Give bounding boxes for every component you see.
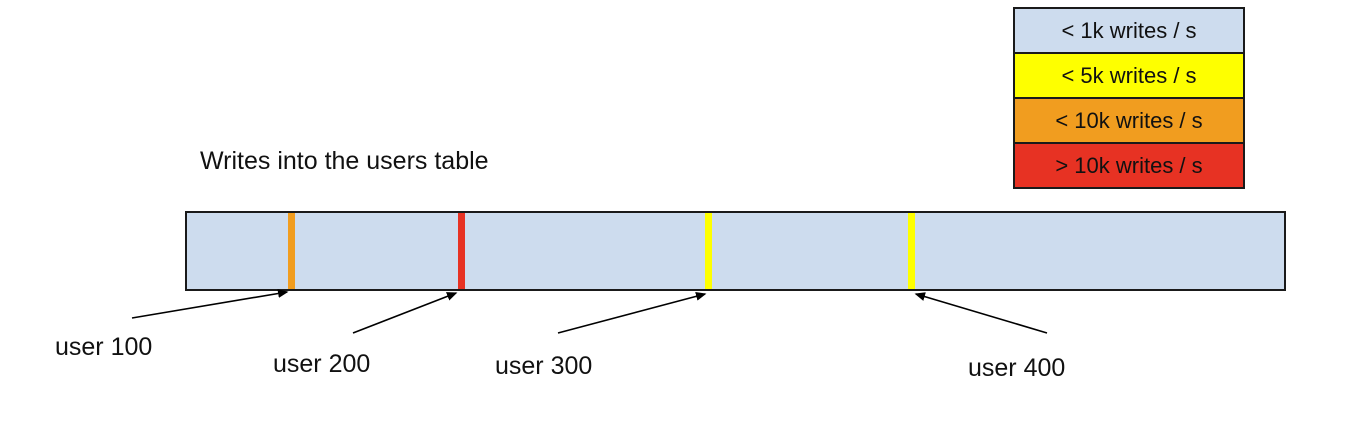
legend-item-lt-10k: < 10k writes / s (1013, 97, 1245, 144)
users-table-keyspace-bar (185, 211, 1286, 291)
hotspot-stripe-user-400 (908, 213, 915, 289)
legend-item-label: < 5k writes / s (1061, 62, 1197, 88)
hotspot-stripe-user-200 (458, 213, 465, 289)
user-400-label: user 400 (968, 354, 1066, 382)
user-300-label: user 300 (495, 352, 593, 380)
hotspot-stripe-user-300 (705, 213, 712, 289)
arrow-user-400 (914, 292, 1048, 334)
legend-item-label: < 1k writes / s (1061, 17, 1197, 43)
diagram-title: Writes into the users table (200, 147, 489, 175)
hotspot-stripe-user-100 (288, 213, 295, 289)
legend-item-lt-1k: < 1k writes / s (1013, 7, 1245, 54)
legend-item-lt-5k: < 5k writes / s (1013, 52, 1245, 99)
user-200-label: user 200 (273, 350, 371, 378)
arrow-user-100 (131, 289, 289, 319)
legend: < 1k writes / s < 5k writes / s < 10k wr… (1013, 7, 1245, 189)
arrow-user-200 (352, 292, 458, 334)
arrow-user-300 (557, 291, 707, 334)
legend-item-label: < 10k writes / s (1055, 107, 1203, 133)
user-100-label: user 100 (55, 333, 153, 361)
legend-item-gt-10k: > 10k writes / s (1013, 142, 1245, 189)
legend-item-label: > 10k writes / s (1055, 152, 1203, 178)
